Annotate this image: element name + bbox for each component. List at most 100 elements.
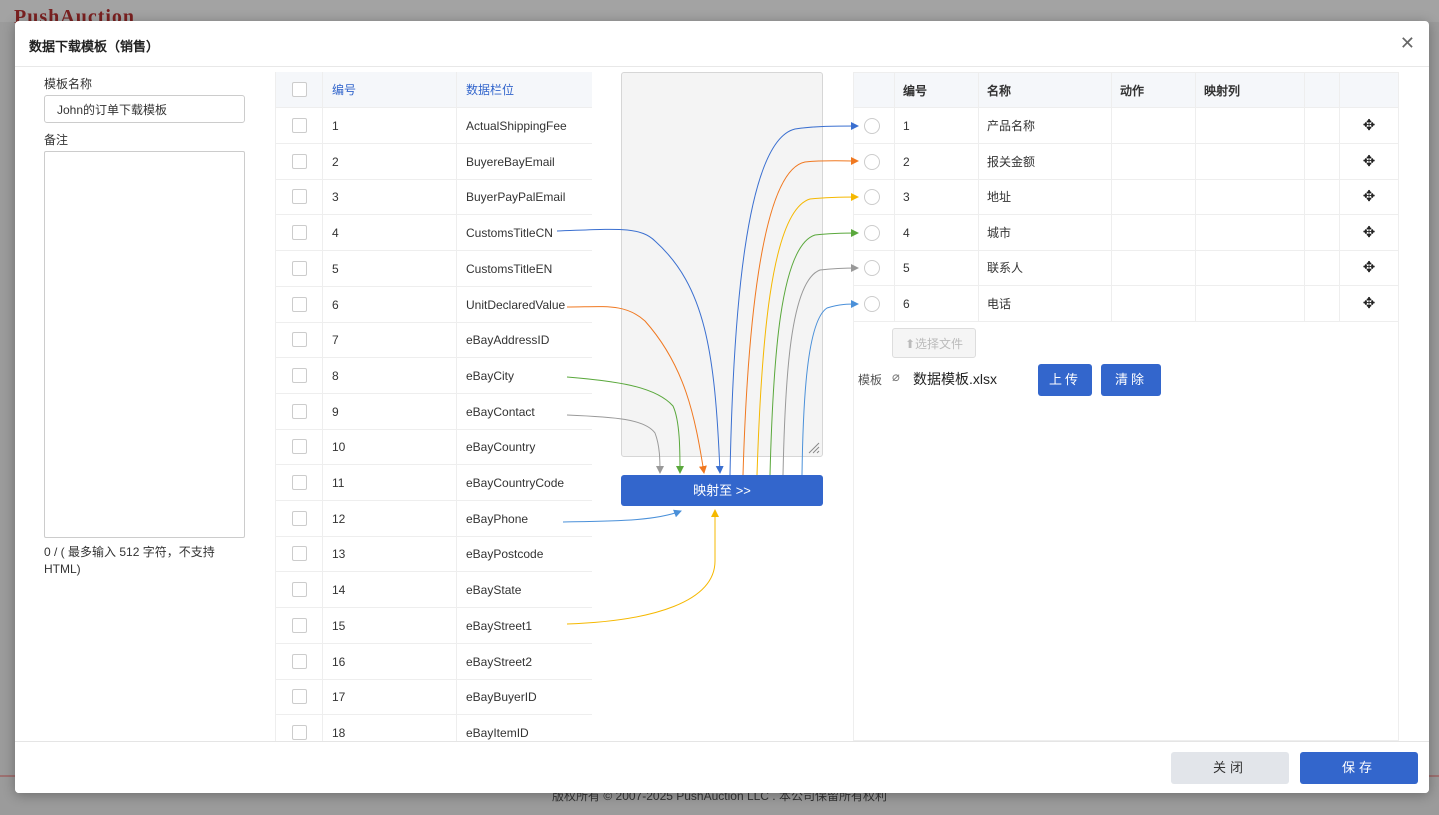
row-action — [1112, 108, 1196, 144]
row-num: 18 — [323, 714, 457, 741]
row-checkbox[interactable] — [276, 286, 323, 323]
row-checkbox[interactable] — [276, 215, 323, 252]
row-field[interactable]: eBayBuyerID — [466, 690, 537, 705]
row-checkbox[interactable] — [276, 179, 323, 216]
clear-button[interactable]: 清除 — [1101, 364, 1161, 396]
row-field[interactable]: eBayPostcode — [466, 547, 544, 562]
row-action — [1112, 286, 1196, 322]
row-num: 14 — [323, 572, 457, 609]
choose-file-button[interactable]: ⬆选择文件 — [892, 328, 976, 358]
row-field[interactable]: eBayAddressID — [466, 333, 550, 348]
row-checkbox[interactable] — [276, 572, 323, 609]
row-field[interactable]: CustomsTitleEN — [466, 261, 553, 276]
upload-button[interactable]: 上传 — [1038, 364, 1092, 396]
move-icon[interactable]: ✥ — [1362, 117, 1376, 134]
row-field[interactable]: eBayCity — [466, 368, 515, 383]
template-label: 模板 — [858, 373, 883, 387]
table-row: 1 ActualShippingFee — [276, 108, 592, 144]
remark-textarea[interactable] — [44, 151, 245, 538]
save-button[interactable]: 保存 — [1300, 752, 1418, 784]
row-radio[interactable] — [854, 143, 895, 180]
row-checkbox[interactable] — [276, 679, 323, 716]
row-field[interactable]: ActualShippingFee — [466, 119, 567, 133]
row-field[interactable]: BuyereBayEmail — [466, 154, 555, 169]
row-num: 3 — [895, 179, 979, 216]
move-icon[interactable]: ✥ — [1362, 188, 1376, 206]
source-table-header: 编号 数据栏位 — [276, 72, 592, 108]
row-field[interactable]: eBayPhone — [466, 511, 529, 526]
row-num: 1 — [323, 108, 457, 144]
row-num: 3 — [323, 179, 457, 216]
move-icon[interactable]: ✥ — [1362, 152, 1376, 170]
template-file-name[interactable]: 数据模板.xlsx — [913, 371, 997, 387]
row-field[interactable]: eBayState — [466, 583, 522, 598]
row-checkbox[interactable] — [276, 536, 323, 573]
table-row: 5 CustomsTitleEN — [276, 250, 592, 287]
row-field[interactable]: UnitDeclaredValue — [466, 297, 566, 312]
close-icon[interactable]: ✕ — [1399, 33, 1415, 53]
header-num: 编号 — [323, 72, 457, 108]
row-checkbox[interactable] — [276, 714, 323, 741]
upload-icon: ⬆ — [904, 337, 916, 351]
row-map-column — [1196, 214, 1305, 251]
row-field[interactable]: CustomsTitleCN — [466, 226, 553, 241]
map-to-button[interactable]: 映射至 >> — [621, 475, 823, 506]
row-checkbox[interactable] — [276, 429, 323, 466]
close-button[interactable]: 关闭 — [1171, 752, 1289, 784]
row-field[interactable]: BuyerPayPalEmail — [466, 190, 566, 205]
row-name: 报关金额 — [979, 143, 1112, 180]
row-checkbox[interactable] — [276, 607, 323, 644]
row-radio[interactable] — [854, 214, 895, 251]
row-field[interactable]: eBayCountry — [466, 440, 536, 455]
row-field[interactable]: eBayStreet2 — [466, 654, 533, 669]
row-radio[interactable] — [854, 108, 895, 144]
move-icon[interactable]: ✥ — [1362, 295, 1376, 312]
table-row: 14 eBayState — [276, 572, 592, 609]
row-num: 5 — [323, 250, 457, 287]
row-num: 4 — [323, 215, 457, 252]
row-action — [1112, 214, 1196, 251]
row-checkbox[interactable] — [276, 250, 323, 287]
modal-header: 数据下载模板（销售） ✕ — [15, 21, 1429, 67]
row-checkbox[interactable] — [276, 108, 323, 144]
resize-handle-icon[interactable] — [808, 442, 820, 454]
select-all-checkbox[interactable] — [276, 72, 323, 108]
row-checkbox[interactable] — [276, 143, 323, 180]
template-modal: 数据下载模板（销售） ✕ 模板名称 备注 0 / ( 最多输入 512 字符，不… — [15, 21, 1429, 793]
row-checkbox[interactable] — [276, 357, 323, 394]
row-num: 8 — [323, 357, 457, 394]
row-checkbox[interactable] — [276, 322, 323, 359]
table-row: 3 BuyerPayPalEmail — [276, 179, 592, 216]
row-radio[interactable] — [854, 250, 895, 287]
row-field[interactable]: eBayContact — [466, 404, 535, 419]
row-field[interactable]: eBayItemID — [466, 725, 529, 740]
row-num: 10 — [323, 429, 457, 466]
row-checkbox[interactable] — [276, 500, 323, 537]
row-field[interactable]: eBayCountryCode — [466, 476, 565, 490]
row-field[interactable]: eBayStreet1 — [466, 618, 533, 633]
row-radio[interactable] — [854, 286, 895, 322]
move-icon[interactable]: ✥ — [1362, 259, 1376, 277]
row-checkbox[interactable] — [276, 465, 323, 501]
table-row: 8 eBayCity — [276, 357, 592, 394]
move-icon[interactable]: ✥ — [1362, 223, 1376, 241]
row-name: 产品名称 — [979, 108, 1112, 144]
header-name: 名称 — [979, 73, 1112, 109]
row-radio[interactable] — [854, 179, 895, 216]
row-checkbox[interactable] — [276, 393, 323, 430]
row-map-column — [1196, 108, 1305, 144]
row-map-column — [1196, 143, 1305, 180]
modal-title: 数据下载模板（销售） — [29, 39, 160, 54]
row-checkbox[interactable] — [276, 643, 323, 680]
template-name-input[interactable] — [44, 95, 245, 123]
page-footer: 版权所有 © 2007-2025 PushAuction LLC . 本公司保留… — [552, 789, 887, 803]
